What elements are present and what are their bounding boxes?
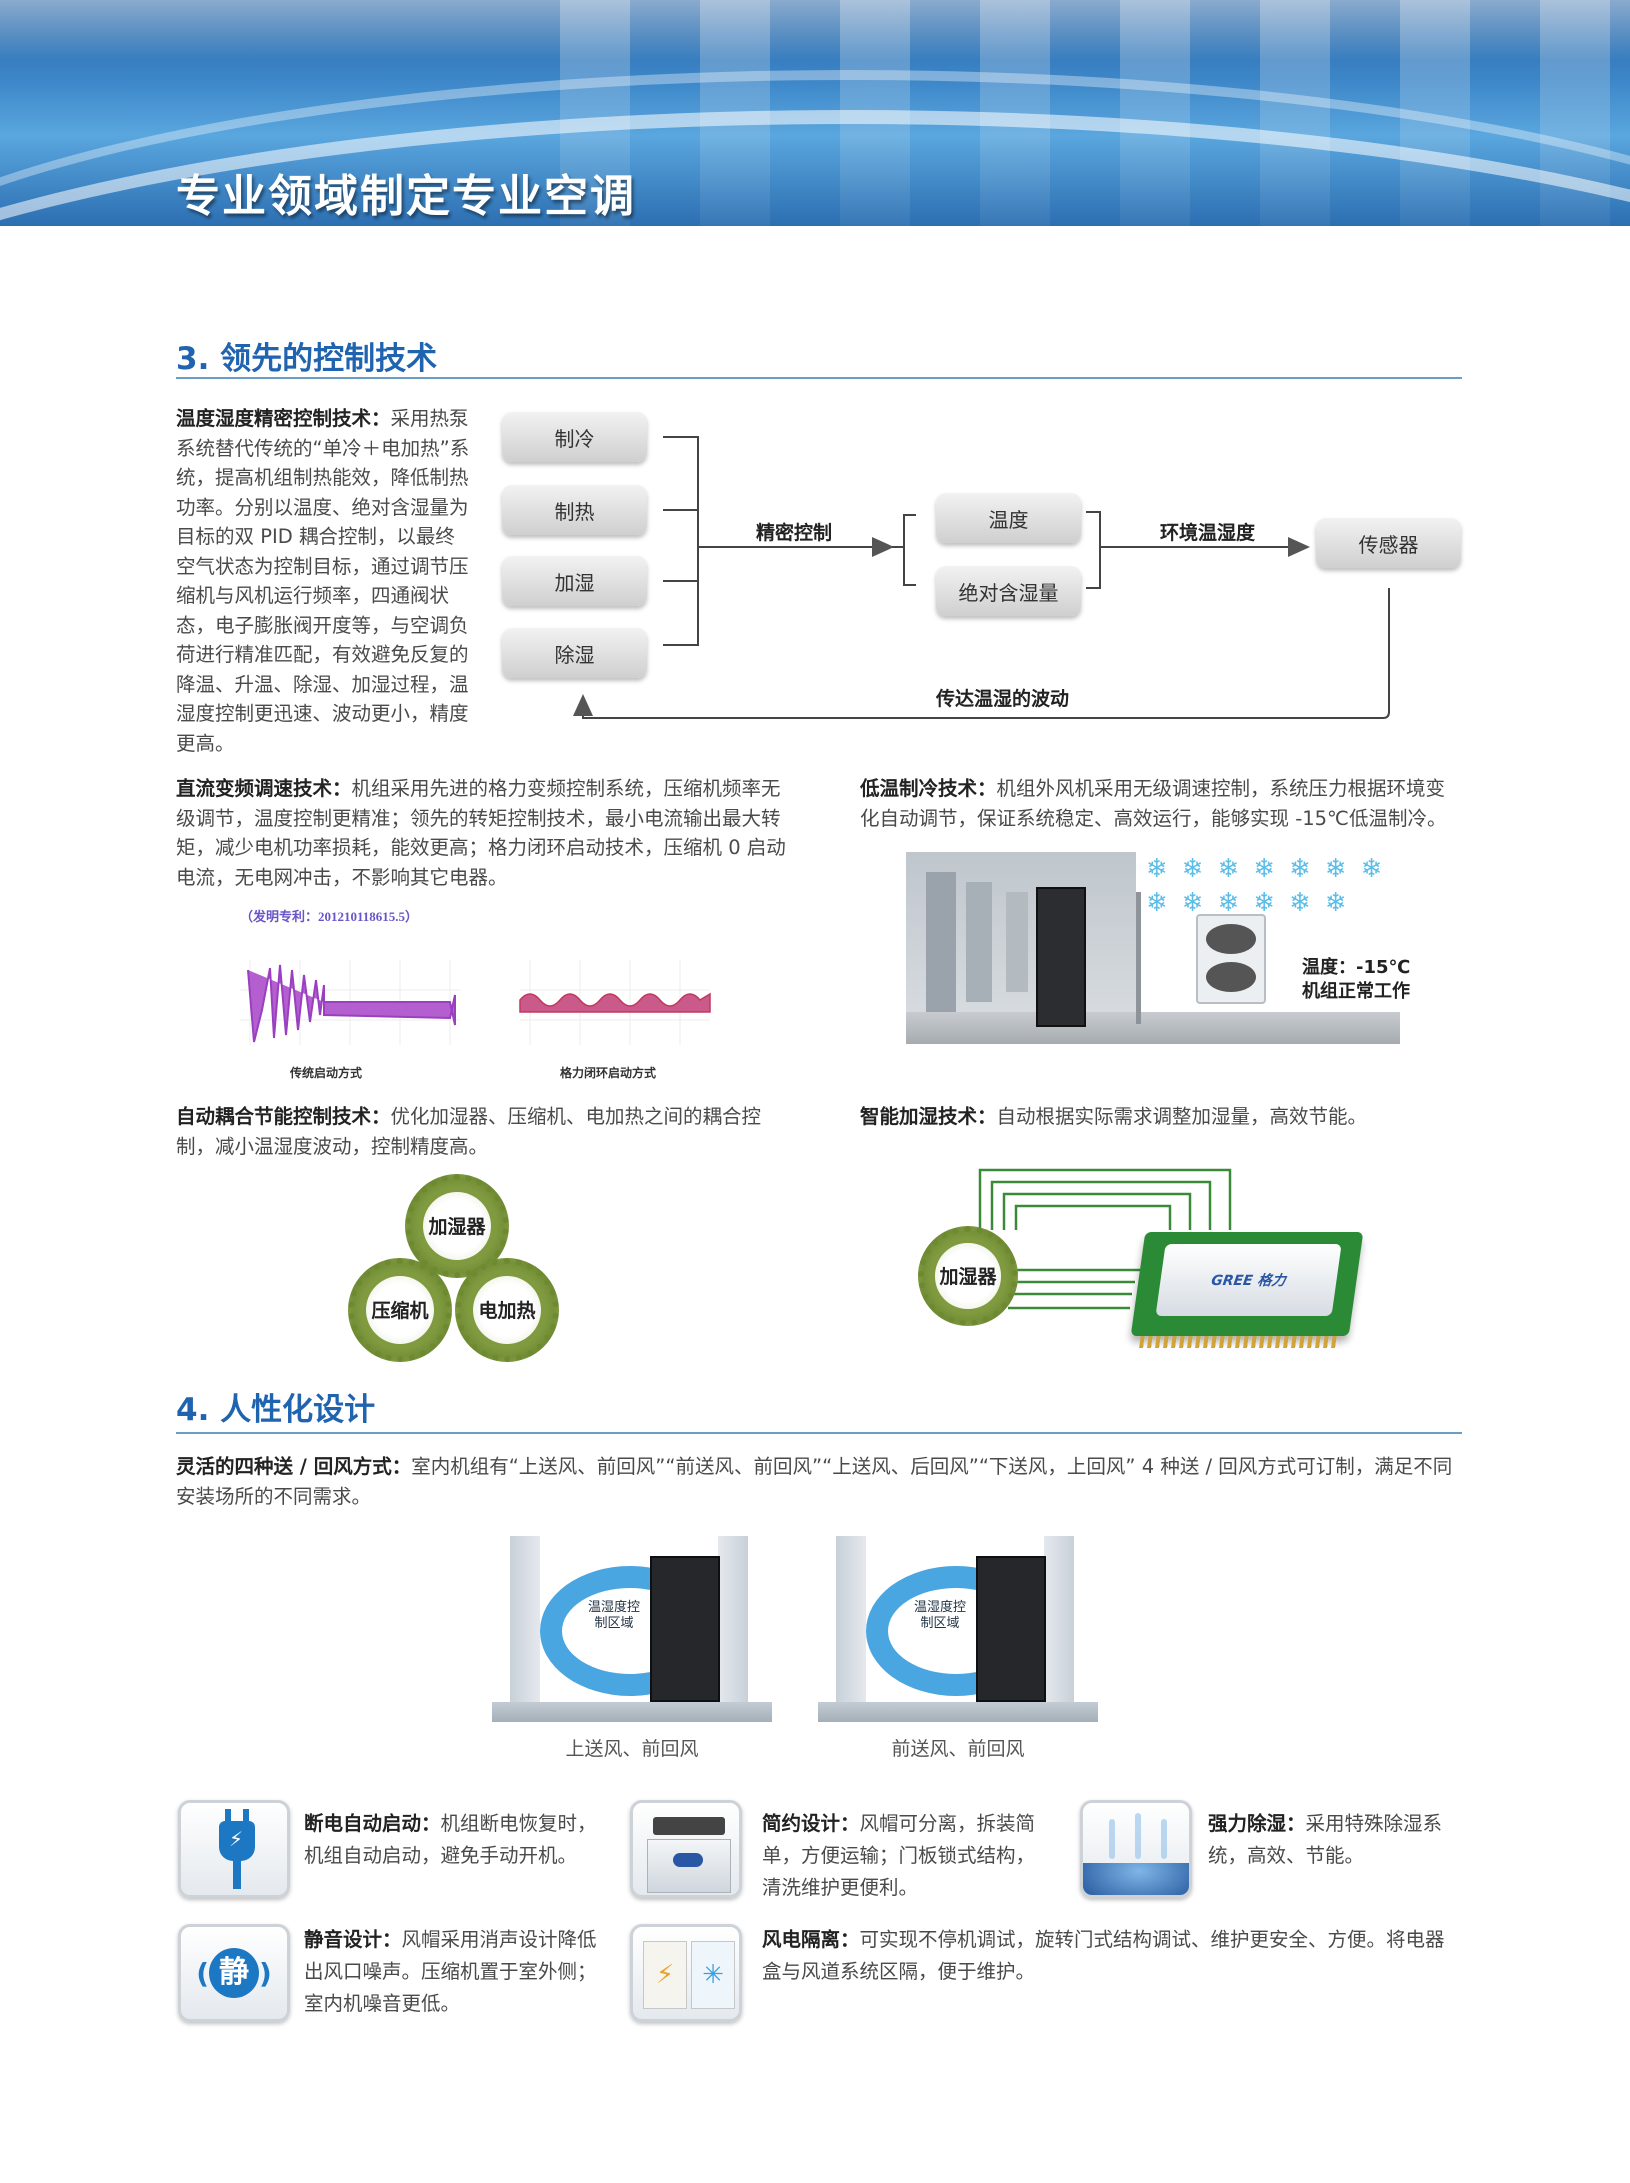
temp-control-paragraph: 温度湿度精密控制技术：采用热泵系统替代传统的“单冷＋电加热”系统，提高机组制热能… [176,404,472,758]
zone-label-1: 温湿度控制区域 [587,1600,640,1631]
zone-label-2: 温湿度控制区域 [913,1600,966,1631]
dehumidify-icon [1080,1800,1192,1898]
wave-left-caption: 传统启动方式 [290,1066,363,1080]
temp-control-label: 温度湿度精密控制技术： [176,407,391,430]
snowflake-icon: ❄❄❄❄❄❄❄ ❄❄❄❄❄❄ [1146,854,1397,918]
banner-title: 专业领域制定专业空调 [176,171,636,222]
section-4-divider [176,1432,1462,1434]
gear-humidifier-label: 加湿器 [422,1191,492,1261]
airflow-diagram-front-supply: 温湿度控制区域 [818,1536,1098,1722]
auto-coupling-paragraph: 自动耦合节能控制技术：优化加湿器、压缩机、电加热之间的耦合控制，减小温湿度波动，… [176,1102,796,1161]
airflow-label: 灵活的四种送 / 回风方式： [176,1455,412,1478]
feature-power-restart-title: 断电自动启动： [304,1812,441,1835]
airflow-paragraph: 灵活的四种送 / 回风方式：室内机组有“上送风、前回风”“前送风、前回风”“上送… [176,1452,1466,1511]
startup-waveform-chart [240,960,711,1045]
feature-simple-design-text: 风帽可分离，拆装简单，方便运输；门板锁式结构，清洗维护更便利。 [762,1812,1036,1899]
auto-coupling-text: 优化加湿器、压缩机、电加热之间的耦合控制，减小温湿度波动，控制精度高。 [176,1105,762,1158]
feature-power-restart: 断电自动启动：机组断电恢复时，机组自动启动，避免手动开机。 [304,1808,600,1872]
flow-env-label: 环境温湿度 [1160,522,1256,544]
unit-design-icon [630,1800,742,1898]
silent-glyph: 静 [209,1948,259,1998]
flow-input-cooling: 制冷 [502,412,647,462]
gear-compressor-label: 压缩机 [365,1275,435,1345]
flow-feedback-label: 传达温湿的波动 [936,688,1070,710]
dc-inverter-paragraph: 直流变频调速技术：机组采用先进的格力变频控制系统，压缩机频率无级调节，温度控制更… [176,774,786,892]
feature-dehumidify-title: 强力除湿： [1208,1812,1306,1835]
feature-silent-title: 静音设计： [304,1928,402,1951]
header-banner [0,0,1630,226]
feature-simple-design-title: 简约设计： [762,1812,860,1835]
chip-brand: GREE 格力 [1155,1244,1342,1316]
wave-right-caption: 格力闭环启动方式 [560,1066,657,1080]
silent-icon: ( 静 ) [178,1924,290,2022]
airflow-text: 室内机组有“上送风、前回风”“前送风、前回风”“上送风、后回风”“下送风，上回风… [176,1455,1453,1508]
gear-electric-heater: 电加热 [455,1258,559,1362]
feature-silent-text: 风帽采用消声设计降低出风口噪声。压缩机置于室外侧；室内机噪音更低。 [304,1928,597,2015]
flow-input-heating: 制热 [502,485,647,535]
feature-power-restart-text: 机组断电恢复时，机组自动启动，避免手动开机。 [304,1812,597,1867]
feature-silent: 静音设计：风帽采用消声设计降低出风口噪声。压缩机置于室外侧；室内机噪音更低。 [304,1924,600,2020]
low-temp-paragraph: 低温制冷技术：机组外风机采用无级调速控制，系统压力根据环境变化自动调节，保证系统… [860,774,1460,833]
smart-humid-paragraph: 智能加湿技术：自动根据实际需求调整加湿量，高效节能。 [860,1102,1460,1132]
section-4-title: 4. 人性化设计 [176,1392,376,1428]
flow-target-temperature: 温度 [936,493,1081,543]
power-plug-icon: ⚡ [178,1800,290,1898]
flow-sensor: 传感器 [1316,518,1461,568]
auto-coupling-label: 自动耦合节能控制技术： [176,1105,391,1128]
airflow-diagram-top-supply: 温湿度控制区域 [492,1536,772,1722]
gear-compressor: 压缩机 [348,1258,452,1362]
flow-connectors [573,436,1390,719]
flow-precise-label: 精密控制 [756,522,833,544]
low-temp-overlay-line2: 机组正常工作 [1302,981,1410,1002]
gear-humidifier-2: 加湿器 [918,1226,1018,1326]
smart-humid-label: 智能加湿技术： [860,1105,997,1128]
feature-dehumidify: 强力除湿：采用特殊除湿系统，高效、节能。 [1208,1808,1464,1872]
dc-inverter-label: 直流变频调速技术： [176,777,352,800]
patent-number: （发明专利：201210118615.5） [240,909,419,924]
low-temp-illustration: ❄❄❄❄❄❄❄ ❄❄❄❄❄❄ [906,852,1400,1044]
temp-control-text: 采用热泵系统替代传统的“单冷＋电加热”系统，提高机组制热能效，降低制热功率。分别… [176,407,470,755]
low-temp-text: 机组外风机采用无级调速控制，系统压力根据环境变化自动调节，保证系统稳定、高效运行… [860,777,1447,830]
gear-humidifier-2-label: 加湿器 [935,1243,1001,1309]
airflow-caption-1: 上送风、前回风 [565,1738,699,1760]
section-3-title: 3. 领先的控制技术 [176,341,438,377]
section-3-divider [176,377,1462,379]
feature-isolation: 风电隔离：可实现不停机调试，旋转门式结构调试、维护更安全、方便。将电器盒与风道系… [762,1924,1462,1988]
airflow-caption-2: 前送风、前回风 [891,1738,1025,1760]
low-temp-label: 低温制冷技术： [860,777,997,800]
low-temp-overlay: 温度：-15℃ 机组正常工作 [1302,956,1410,1004]
feature-simple-design: 简约设计：风帽可分离，拆装简单，方便运输；门板锁式结构，清洗维护更便利。 [762,1808,1044,1904]
wind-electric-isolation-icon: ⚡ ✳ [630,1924,742,2022]
flow-target-humidity: 绝对含湿量 [936,566,1081,616]
smart-humid-wires [978,1168,1232,1310]
low-temp-overlay-line1: 温度：-15℃ [1302,957,1411,978]
dc-inverter-text: 机组采用先进的格力变频控制系统，压缩机频率无级调节，温度控制更精准；领先的转矩控… [176,777,786,889]
feature-isolation-text: 可实现不停机调试，旋转门式结构调试、维护更安全、方便。将电器盒与风道系统区隔，便… [762,1928,1445,1983]
feature-dehumidify-text: 采用特殊除湿系统，高效、节能。 [1208,1812,1443,1867]
flow-input-dehumidify: 除湿 [502,628,647,678]
flow-input-humidify: 加湿 [502,556,647,606]
chip-board: GREE 格力 [1130,1232,1364,1348]
feature-isolation-title: 风电隔离： [762,1928,860,1951]
gear-electric-heater-label: 电加热 [472,1275,542,1345]
smart-humid-text: 自动根据实际需求调整加湿量，高效节能。 [996,1105,1368,1128]
